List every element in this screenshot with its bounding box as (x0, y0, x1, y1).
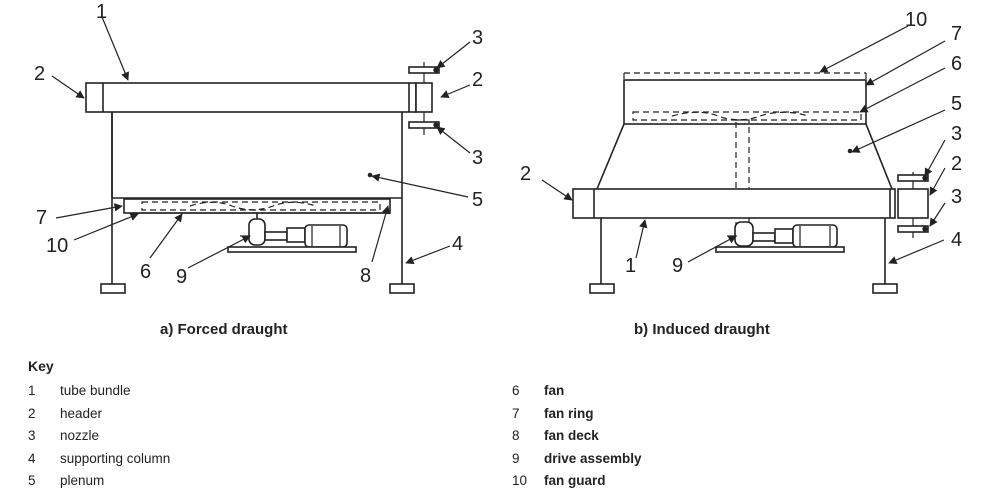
panel-forced-draught: 1 2 3 2 3 5 7 10 6 9 8 4 a) Forced draug… (34, 1, 483, 338)
caption-forced-draught: a) Forced draught (160, 321, 288, 338)
fan-ring (623, 79, 867, 125)
key-row: 1 tube bundle (28, 380, 170, 403)
callout-1: 1 (96, 1, 107, 23)
key-label: fan (544, 383, 565, 398)
key-number: 5 (28, 473, 36, 488)
callout-10: 10 (46, 235, 68, 257)
callout-3: 3 (951, 123, 962, 145)
key-label: header (60, 405, 103, 421)
key-row: 2 header (28, 403, 170, 426)
key-row: 8 fan deck (512, 425, 642, 448)
callout-3: 3 (472, 27, 483, 49)
callout-5: 5 (472, 189, 483, 211)
callout-5: 5 (951, 93, 962, 115)
column-foot-right (872, 283, 898, 294)
callout-2: 2 (520, 163, 531, 185)
fan-ring (123, 198, 391, 214)
callout-9: 9 (176, 266, 187, 288)
key-row: 10 fan guard (512, 470, 642, 493)
callout-7: 7 (36, 207, 47, 229)
plenum-right (865, 123, 893, 190)
column-foot-left (100, 283, 126, 294)
key-number: 2 (28, 405, 36, 421)
key-title: Key (28, 358, 54, 374)
tube-bundle (572, 188, 896, 219)
drive-assembly (227, 213, 357, 253)
key-number: 1 (28, 383, 36, 398)
key-label: fan deck (544, 428, 599, 443)
column-foot-right (389, 283, 415, 294)
nozzle-assembly-right (897, 172, 929, 238)
key-label: tube bundle (60, 383, 131, 398)
tube-bundle (85, 82, 417, 113)
key-number: 4 (28, 450, 36, 466)
nozzle-assembly-right (408, 62, 440, 135)
key-row: 3 nozzle (28, 425, 170, 448)
callout-1: 1 (625, 255, 636, 277)
key-label: supporting column (60, 450, 171, 466)
key-label: drive assembly (544, 450, 642, 466)
callout-6: 6 (951, 53, 962, 75)
callout-3: 3 (951, 186, 962, 208)
callout-8: 8 (360, 265, 371, 287)
key-number: 3 (28, 428, 36, 443)
callout-2: 2 (951, 153, 962, 175)
fan (141, 201, 381, 211)
key-number: 10 (512, 473, 528, 488)
key-row: 7 fan ring (512, 403, 642, 426)
callout-2: 2 (34, 63, 45, 85)
callout-4: 4 (951, 229, 962, 251)
callout-6: 6 (140, 261, 151, 283)
key-label: fan guard (544, 473, 606, 488)
key-label: nozzle (60, 428, 100, 443)
callout-2: 2 (472, 69, 483, 91)
key-column-left: 1 tube bundle 2 header 3 nozzle 4 supporting… (28, 380, 170, 493)
key-number: 6 (512, 383, 520, 398)
callout-10: 10 (905, 9, 927, 31)
key-row: 4 supporting column (28, 448, 170, 471)
key-number: 8 (512, 428, 520, 443)
caption-induced-draught: b) Induced draught (634, 321, 770, 338)
drive-assembly (715, 221, 845, 253)
key-label: fan ring (544, 405, 594, 421)
plenum-dot (367, 172, 373, 178)
key-column-right: 6 fan 7 fan ring 8 fan deck 9 drive assembly… (512, 380, 642, 493)
plenum-left (596, 123, 625, 190)
key-number: 7 (512, 405, 520, 421)
callout-7: 7 (951, 23, 962, 45)
panel-induced-draught: 10 7 6 5 3 2 2 3 4 1 9 b) Induced draugh… (520, 9, 962, 338)
key-number: 9 (512, 450, 520, 466)
callout-3: 3 (472, 147, 483, 169)
key-label: plenum (60, 473, 105, 488)
key-row: 9 drive assembly (512, 448, 642, 471)
callout-4: 4 (452, 233, 463, 255)
key-row: 6 fan (512, 380, 642, 403)
column-foot-left (589, 283, 615, 294)
key-row: 5 plenum (28, 470, 170, 493)
callout-9: 9 (672, 255, 683, 277)
